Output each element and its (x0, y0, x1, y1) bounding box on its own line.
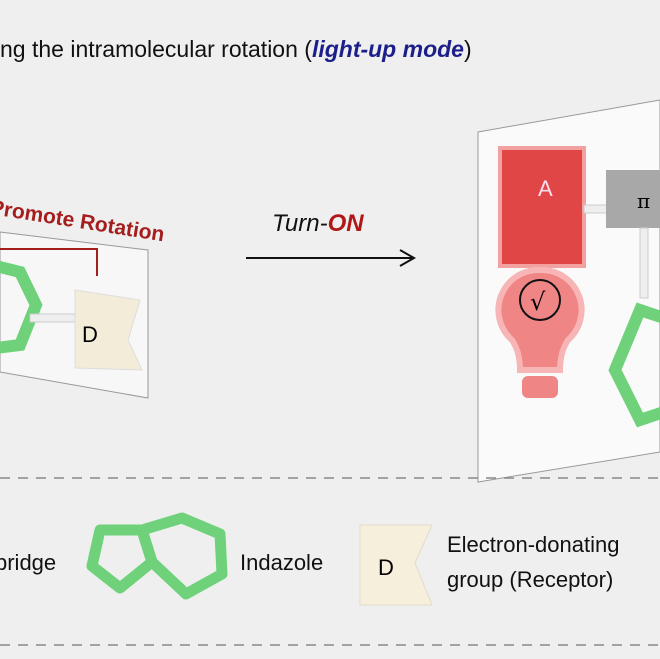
pi-bridge-block (606, 170, 660, 228)
indazole-ring-left (0, 260, 43, 354)
bond (583, 204, 609, 214)
turn-text: Turn- (272, 210, 328, 237)
on-text: ON (327, 210, 364, 237)
page-title: ng the intramolecular rotation (light-up… (0, 36, 472, 63)
legend-donor-line1: Electron-donating (447, 532, 620, 557)
indazole-legend-icon (86, 512, 228, 600)
indazole-ring-right (608, 302, 660, 428)
donor-legend-label: D (378, 555, 394, 580)
donor-legend-block (359, 524, 433, 606)
check-circle-icon (519, 279, 561, 321)
bond (29, 313, 81, 323)
arrow-head (399, 249, 417, 267)
donor-label-left: D (82, 322, 98, 347)
rotation-bracket (0, 248, 98, 276)
title-highlight: light-up mode (311, 36, 464, 62)
bulb-base (522, 376, 558, 398)
donor-block-left (74, 289, 143, 371)
legend-bridge: bridge (0, 550, 57, 575)
turn-on-label: Turn-ON (272, 210, 364, 238)
pi-label: π (637, 189, 650, 213)
bond (639, 227, 649, 299)
acceptor-block (498, 146, 586, 268)
acceptor-label: A (538, 176, 553, 201)
legend-donor-line2: group (Receptor) (447, 567, 614, 592)
check-mark: √ (530, 288, 546, 316)
legend-indazole: Indazole (240, 550, 324, 575)
title-suffix: ) (463, 36, 472, 62)
title-text: ng the intramolecular rotation ( (0, 36, 312, 62)
